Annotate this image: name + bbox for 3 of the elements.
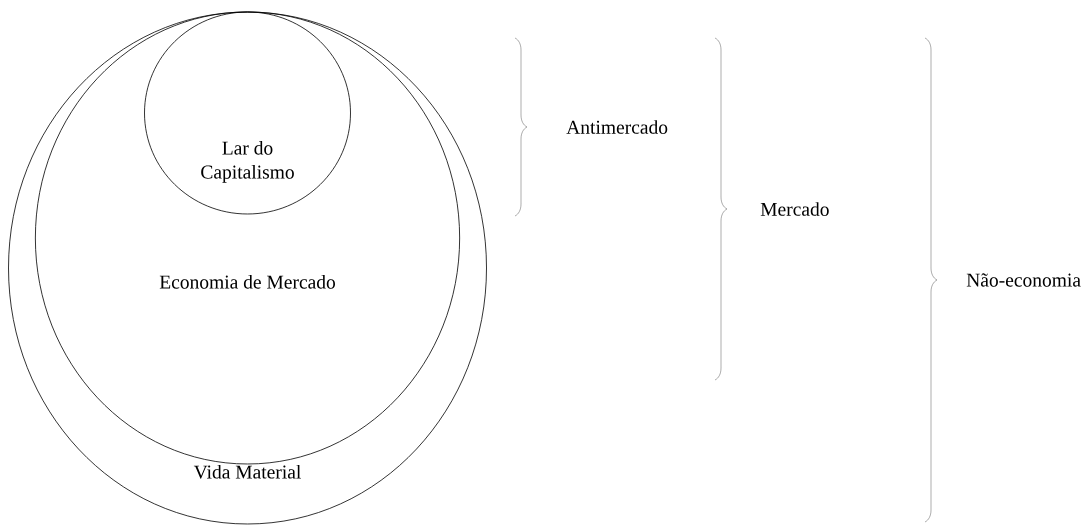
bracket-label: Antimercado <box>566 120 668 134</box>
bracket-label: Mercado <box>760 202 829 216</box>
bracket-label: Não-economia <box>966 273 1081 287</box>
